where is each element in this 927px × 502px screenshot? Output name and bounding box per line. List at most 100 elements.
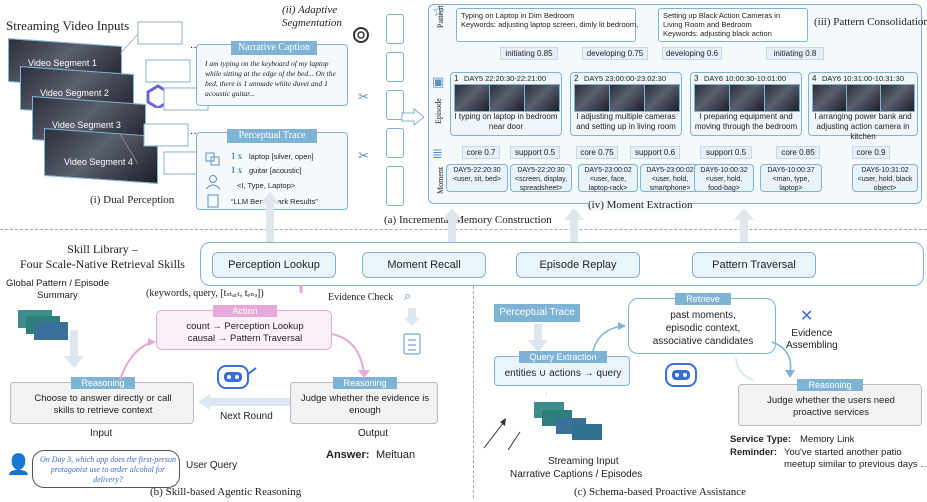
moment-time: DAY5-22:20:30 [453, 167, 501, 174]
reasoning-c-title: Reasoning [797, 379, 863, 391]
search-icon: ⌕ [404, 288, 412, 303]
score-tag: support 0.5 [700, 146, 752, 159]
episode-icon: ▣ [432, 74, 445, 89]
moment-card: DAY6-10:31:02<user, hold, black object> [852, 164, 918, 192]
caption-a: (a) Incremental Memory Construction [384, 214, 552, 226]
scissors-icon: ✂ [358, 148, 369, 163]
input-label: Input [90, 428, 113, 439]
episode-time: DAY6 10:31:00-10:31:30 [822, 74, 905, 83]
reasoning-flow-arrows [64, 330, 370, 381]
separator [0, 229, 927, 230]
trace-item: guitar [acoustic] [249, 166, 302, 175]
status-tag: developing 0.6 [662, 47, 722, 60]
next-round-label: Next Round [220, 411, 273, 422]
segment-label: Video Segment 1 [28, 58, 97, 68]
segment-label: Video Segment 4 [64, 157, 133, 167]
reasoning-left-text: Choose to answer directly or call skills… [34, 393, 172, 416]
next-round-arrow [198, 394, 290, 410]
scissors-icon: ✂ [358, 89, 369, 104]
trace-icons [205, 152, 221, 208]
moment-card: DAY5-22:20:30<user, sit, bed> [446, 164, 508, 192]
status-tag: developing 0.75 [582, 47, 648, 60]
action-title: Action [213, 305, 277, 317]
user-query-text: On Day 3, which app does the first-perso… [40, 455, 176, 484]
service-type-label: Service Type: [730, 434, 792, 445]
moment-text: <user, hold, black object> [857, 176, 913, 192]
status-tag: initiating 0.85 [500, 47, 558, 60]
perceptual-trace-tag: Perceptual Trace [494, 304, 580, 322]
reminder-text: You've started another patio meetup simi… [784, 447, 927, 470]
segment-label: Video Segment 2 [40, 88, 109, 98]
pattern-card: Typing on Laptop in Dim Bedroom Keywords… [456, 8, 638, 42]
service-type-value: Memory Link [800, 434, 855, 445]
trace-count: 1 x [231, 165, 243, 175]
episode-num: 4 [812, 74, 817, 83]
skill-params: (keywords, query, [tₛₜₐᵣₜ, tₑₙₔ]) [146, 288, 264, 299]
action-box: Action count → Perception Lookup causal … [156, 305, 332, 350]
status-tag: initiating 0.8 [766, 47, 824, 60]
reasoning-left-box: Reasoning Choose to answer directly or c… [10, 377, 194, 424]
moment-text: <screen, display, spreadsheet> [514, 176, 568, 192]
level-label: Episode [434, 98, 443, 124]
episode-num: 3 [694, 74, 699, 83]
score-tag: support 0.5 [510, 146, 560, 159]
moment-text: <user, hold, food-bag> [705, 176, 743, 192]
user-query-label: User Query [186, 460, 238, 471]
answer-label: Answer: [326, 449, 370, 461]
moment-text: <user, face, laptop-rack> [588, 176, 628, 192]
moment-text: <user, hold, smartphone> [649, 176, 691, 192]
summary-cards [18, 310, 68, 340]
adaptive-segmentation-label: (ii) Adaptive Segmentation [282, 4, 342, 29]
star-icon: ☆ [432, 4, 446, 20]
score-tag: core 0.85 [776, 146, 820, 159]
separator [473, 286, 474, 498]
episode-desc: I adjusting multiple cameras and setting… [576, 112, 676, 131]
retrieve-text: past moments, episodic context, associat… [652, 310, 754, 347]
output-label: Output [358, 428, 389, 439]
skill-episode-replay: Episode Replay [516, 252, 640, 278]
streaming-input-sub: Narrative Captions / Episodes [510, 469, 643, 480]
svg-text:…: … [190, 40, 200, 51]
global-summary-label: Global Pattern / Episode Summary [6, 278, 109, 301]
narrative-caption-box: Narrative Caption I am typing on the key… [196, 41, 348, 106]
reasoning-right-box: Reasoning Judge whether the evidence is … [290, 377, 438, 424]
streaming-title: Streaming Video Inputs [6, 18, 130, 33]
episode-desc: I arranging power bank and adjusting act… [814, 112, 912, 141]
moment-card: DAY5-23:00:02 <user, face, laptop-rack> [578, 164, 638, 192]
evidence-check-label: Evidence Check [328, 292, 394, 303]
moment-time: DAY5-23:00:02 [584, 167, 632, 174]
segmentation-column [386, 14, 404, 210]
moment-time: DAY5-23:00:02 [646, 167, 694, 174]
episode-time: DAY5 23:00:00-23:02:30 [584, 74, 667, 83]
down-arrow-icon [528, 324, 548, 352]
query-extraction-text: entities ∪ actions → query [504, 368, 622, 379]
skill-moment-recall: Moment Recall [362, 252, 486, 278]
reasoning-c-text: Judge whether the users need proactive s… [767, 395, 895, 418]
retrieve-title: Retrieve [675, 293, 731, 305]
episode-time: DAY5 22:20:30-22:21:00 [464, 74, 547, 83]
moment-card: DAY5-22:20:30 <screen, display, spreadshe… [510, 164, 572, 192]
svg-text:…: … [190, 126, 200, 137]
wrench-icon: ✕ [800, 308, 814, 325]
checklist-icon [403, 308, 421, 355]
moment-time: DAY5-22:20:30 [517, 167, 565, 174]
trace-count: 1 x [231, 151, 243, 161]
narrative-caption-title: Narrative Caption [231, 41, 317, 55]
episode-time: DAY6 10:00:30-10:01:00 [704, 74, 787, 83]
segment-label: Video Segment 3 [52, 120, 121, 130]
moment-card: DAY5-23:00:02 <user, hold, smartphone> [640, 164, 700, 192]
robot-mascot-icon [217, 365, 257, 389]
moment-card: DAY6-10:00:37<man, type, laptop> [760, 164, 822, 192]
perceptual-trace-title: Perceptual Trace [227, 129, 317, 143]
skill-library-title: Skill Library – Four Scale-Native Retrie… [20, 242, 185, 271]
moment-icon: ≣ [432, 146, 443, 161]
right-arrow-icon [401, 108, 425, 126]
level-label: Pattern [436, 5, 445, 28]
episode-desc: I typing on laptop in bedroom near door [454, 112, 558, 131]
reasoning-title: Reasoning [333, 377, 397, 389]
episode-desc: I preparing equipment and moving through… [694, 112, 798, 131]
streaming-input-label: Streaming Input [548, 456, 619, 467]
pattern-card: Setting up Black Action Cameras in Livin… [658, 8, 808, 42]
robot-mascot-icon [665, 363, 697, 387]
query-extraction-title: Query Extraction [519, 351, 607, 363]
